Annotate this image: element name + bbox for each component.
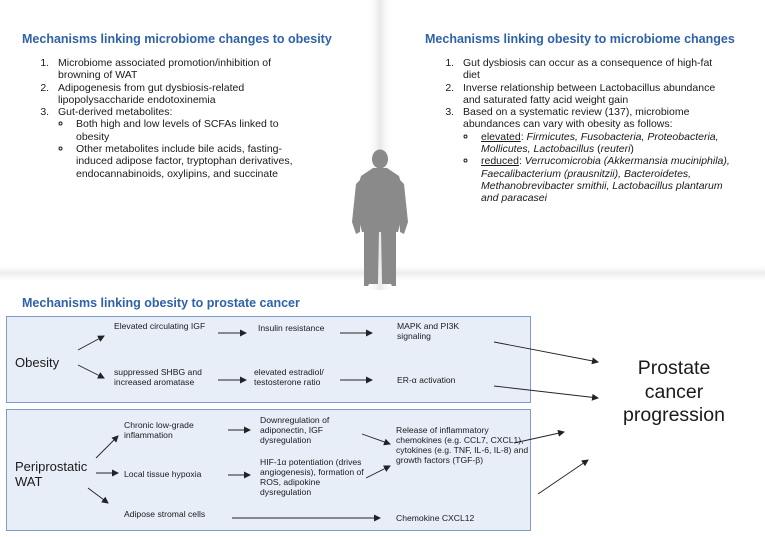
obesity-panel: [6, 316, 531, 403]
periprostatic-wat-panel: [6, 409, 531, 531]
elevated-taxa: Firmicutes, Fusobacteria, Proteobacteria…: [481, 130, 719, 156]
arrow: [365, 465, 391, 479]
arrow: [537, 459, 589, 495]
arrow: [77, 335, 105, 351]
elevated-list-item: elevated: Firmicutes, Fusobacteria, Prot…: [477, 131, 731, 156]
obesity-label: Obesity: [15, 355, 60, 370]
arrow: [493, 341, 599, 365]
node-chronic-inflammation: Chronic low-grade inflammation: [124, 420, 194, 440]
list-item-label: Gut-derived metabolites:: [58, 106, 173, 119]
left-mechanism-list: Microbiome associated promotion/inhibiti…: [36, 57, 308, 180]
node-elevated-igf: Elevated circulating IGF: [114, 321, 206, 331]
node-inflammatory-release: Release of inflammatory chemokines (e.g.…: [396, 425, 529, 465]
right-section-title: Mechanisms linking obesity to microbiome…: [425, 32, 735, 46]
left-section-title: Mechanisms linking microbiome changes to…: [22, 32, 332, 46]
node-mapk-pi3k: MAPK and PI3K signaling: [397, 321, 460, 341]
node-adipose-stromal-cells: Adipose stromal cells: [124, 509, 206, 519]
periprostatic-wat-label: Periprostatic WAT: [15, 459, 88, 489]
arrow: [493, 385, 599, 401]
node-shbg-aromatase: suppressed SHBG and increased aromatase: [114, 367, 202, 387]
node-cxcl12: Chemokine CXCL12: [396, 513, 475, 523]
right-mechanism-list: Gut dysbiosis can occur as a consequence…: [441, 57, 731, 205]
reduced-taxa: Verrucomicrobia (Akkermansia muciniphila…: [481, 155, 730, 205]
node-estradiol-ratio: elevated estradiol/ testosterone ratio: [254, 367, 324, 387]
node-adiponectin-downregulation: Downregulation of adiponectin, IGF dysre…: [260, 415, 330, 445]
arrow: [361, 433, 391, 446]
node-tissue-hypoxia: Local tissue hypoxia: [124, 469, 202, 479]
elevated-taxa-extra: reuteri: [600, 143, 631, 156]
list-item: Adipogenesis from gut dysbiosis-related …: [52, 82, 308, 107]
arrow: [87, 487, 109, 504]
sub-list-item: Both high and low levels of SCFAs linked…: [72, 118, 308, 143]
arrow: [95, 435, 119, 459]
human-silhouette-icon: [352, 149, 408, 286]
outcome-prostate-cancer-progression: Prostate cancer progression: [623, 357, 725, 426]
sub-list-item: Other metabolites include bile acids, fa…: [72, 143, 308, 180]
list-item: Inverse relationship between Lactobacill…: [457, 82, 731, 107]
list-item: Microbiome associated promotion/inhibiti…: [52, 57, 308, 82]
reduced-list-item: reduced: Verrucomicrobia (Akkermansia mu…: [477, 155, 731, 204]
node-er-alpha: ER-α activation: [397, 375, 456, 385]
bottom-section-title: Mechanisms linking obesity to prostate c…: [22, 296, 300, 310]
list-item: Gut-derived metabolites: Both high and l…: [52, 106, 308, 180]
node-hif1a: HIF-1α potentiation (drives angiogenesis…: [260, 457, 364, 497]
elevated-label: elevated: [481, 130, 521, 143]
node-insulin-resistance: Insulin resistance: [258, 323, 325, 333]
list-item: Gut dysbiosis can occur as a consequence…: [457, 57, 731, 82]
list-item-label: Based on a systematic review (137), micr…: [463, 106, 690, 131]
arrow: [513, 429, 565, 444]
list-item: Based on a systematic review (137), micr…: [457, 106, 731, 204]
arrow: [77, 364, 105, 379]
reduced-label: reduced: [481, 155, 519, 168]
